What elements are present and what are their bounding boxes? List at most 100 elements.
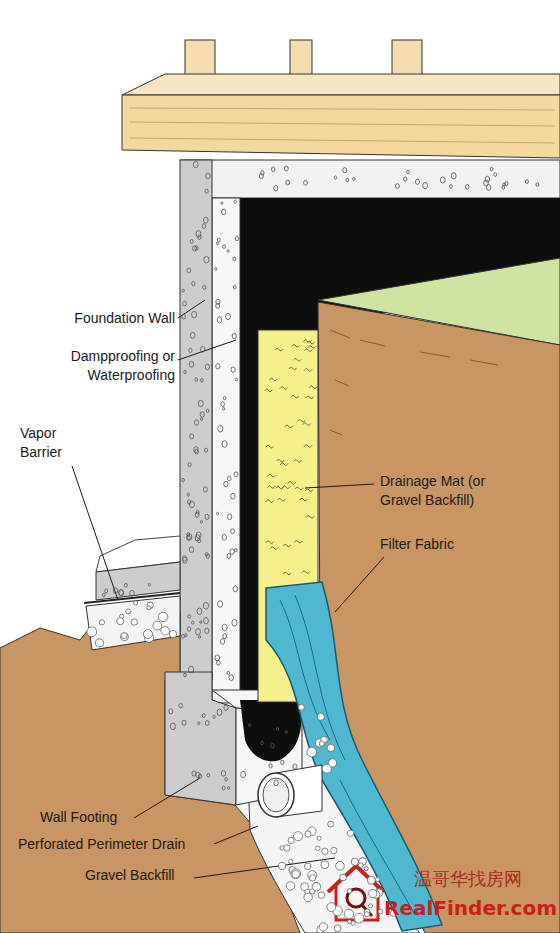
speckle xyxy=(196,231,201,237)
mat-squiggle xyxy=(282,486,290,488)
speckle xyxy=(274,186,278,191)
speckle xyxy=(227,476,231,481)
gravel-stone xyxy=(284,845,290,851)
leader-line xyxy=(335,557,384,612)
gravel-stone xyxy=(316,846,320,850)
gravel-stone xyxy=(289,859,293,863)
speckle xyxy=(396,184,400,189)
gravel-stone xyxy=(354,913,364,923)
mat-squiggle xyxy=(291,395,299,397)
mat-squiggle xyxy=(277,498,285,500)
part-label: Gravel Backfill xyxy=(85,866,225,885)
speckle xyxy=(234,472,238,477)
speckle xyxy=(233,586,237,592)
part-label: Dampproofing or Waterproofing xyxy=(20,347,175,385)
speckle xyxy=(198,722,200,725)
speckle xyxy=(465,185,469,190)
speckle xyxy=(233,257,236,261)
gravel-stone xyxy=(294,832,303,841)
speckle xyxy=(113,588,117,594)
speckle xyxy=(248,724,250,727)
gravel-stone xyxy=(317,836,321,840)
speckle xyxy=(206,173,210,179)
leader-lines xyxy=(72,300,384,878)
speckle xyxy=(205,514,209,519)
speckle xyxy=(206,409,209,412)
gravel-stone xyxy=(292,870,300,878)
speckle xyxy=(217,709,222,715)
speckle xyxy=(234,200,236,203)
speckle xyxy=(183,301,187,306)
gravel-stone xyxy=(364,912,369,917)
leader-line xyxy=(72,466,118,600)
speckle xyxy=(179,703,183,708)
mat-squiggle xyxy=(308,346,316,348)
gravel-stone xyxy=(375,877,379,881)
mat-squiggle xyxy=(297,420,305,422)
stud xyxy=(185,40,215,76)
speckle xyxy=(235,549,238,552)
speckle xyxy=(198,539,201,543)
speckle xyxy=(184,370,186,373)
speckle xyxy=(343,168,347,173)
mat-squiggle xyxy=(304,349,312,351)
gravel-stones xyxy=(87,601,177,647)
gravel-stone xyxy=(327,744,334,751)
speckle xyxy=(285,731,287,734)
speckle xyxy=(449,185,452,189)
speckle xyxy=(216,303,220,308)
speckle xyxy=(205,189,208,193)
gravel-stone xyxy=(278,862,285,869)
speckle xyxy=(230,549,234,555)
speckle xyxy=(218,601,223,608)
speckle xyxy=(232,333,236,338)
speckle xyxy=(203,487,207,492)
speckle xyxy=(227,554,231,559)
speckle xyxy=(196,629,201,635)
part-label: Perforated Perimeter Drain xyxy=(18,835,218,854)
speckle xyxy=(217,238,220,242)
concrete-speckle xyxy=(241,724,297,786)
speckle xyxy=(207,774,210,778)
speckle xyxy=(105,589,108,593)
speckle xyxy=(228,787,230,790)
mat-squiggle xyxy=(285,425,293,427)
speckle xyxy=(271,743,275,748)
mat-squiggle xyxy=(300,498,308,500)
speckle xyxy=(192,282,195,286)
speckle xyxy=(213,715,215,718)
gravel-stone xyxy=(87,627,97,637)
mat-squiggle xyxy=(276,459,284,461)
speckle xyxy=(200,520,202,523)
mat-squiggle xyxy=(303,423,311,425)
speckle xyxy=(334,176,336,179)
speckle xyxy=(223,245,226,249)
gravel-stone xyxy=(347,889,352,894)
gravel-stone xyxy=(358,863,363,868)
vapor-barrier-sheet xyxy=(84,593,180,603)
watermark-icon xyxy=(328,866,384,920)
leader-line xyxy=(305,484,374,488)
speckle xyxy=(224,481,228,487)
speckle xyxy=(182,289,184,292)
speckle xyxy=(205,364,209,370)
speckle xyxy=(190,240,193,244)
speckle xyxy=(198,400,203,406)
speckle xyxy=(103,593,106,596)
gravel-stone xyxy=(301,883,309,891)
gravel-stone xyxy=(99,620,104,625)
speckle xyxy=(407,170,410,173)
part-label: Drainage Mat (or Gravel Backfill) xyxy=(380,472,505,510)
speckle xyxy=(196,772,200,778)
speckle xyxy=(195,512,199,517)
mat-squiggle xyxy=(306,516,314,518)
speckle xyxy=(261,171,264,175)
concrete-speckle xyxy=(259,166,539,191)
speckle xyxy=(206,554,209,558)
concrete-speckle xyxy=(215,200,239,680)
speckle xyxy=(222,441,227,448)
speckle xyxy=(226,313,231,319)
mat-texture xyxy=(264,340,317,575)
speckle xyxy=(187,533,190,537)
